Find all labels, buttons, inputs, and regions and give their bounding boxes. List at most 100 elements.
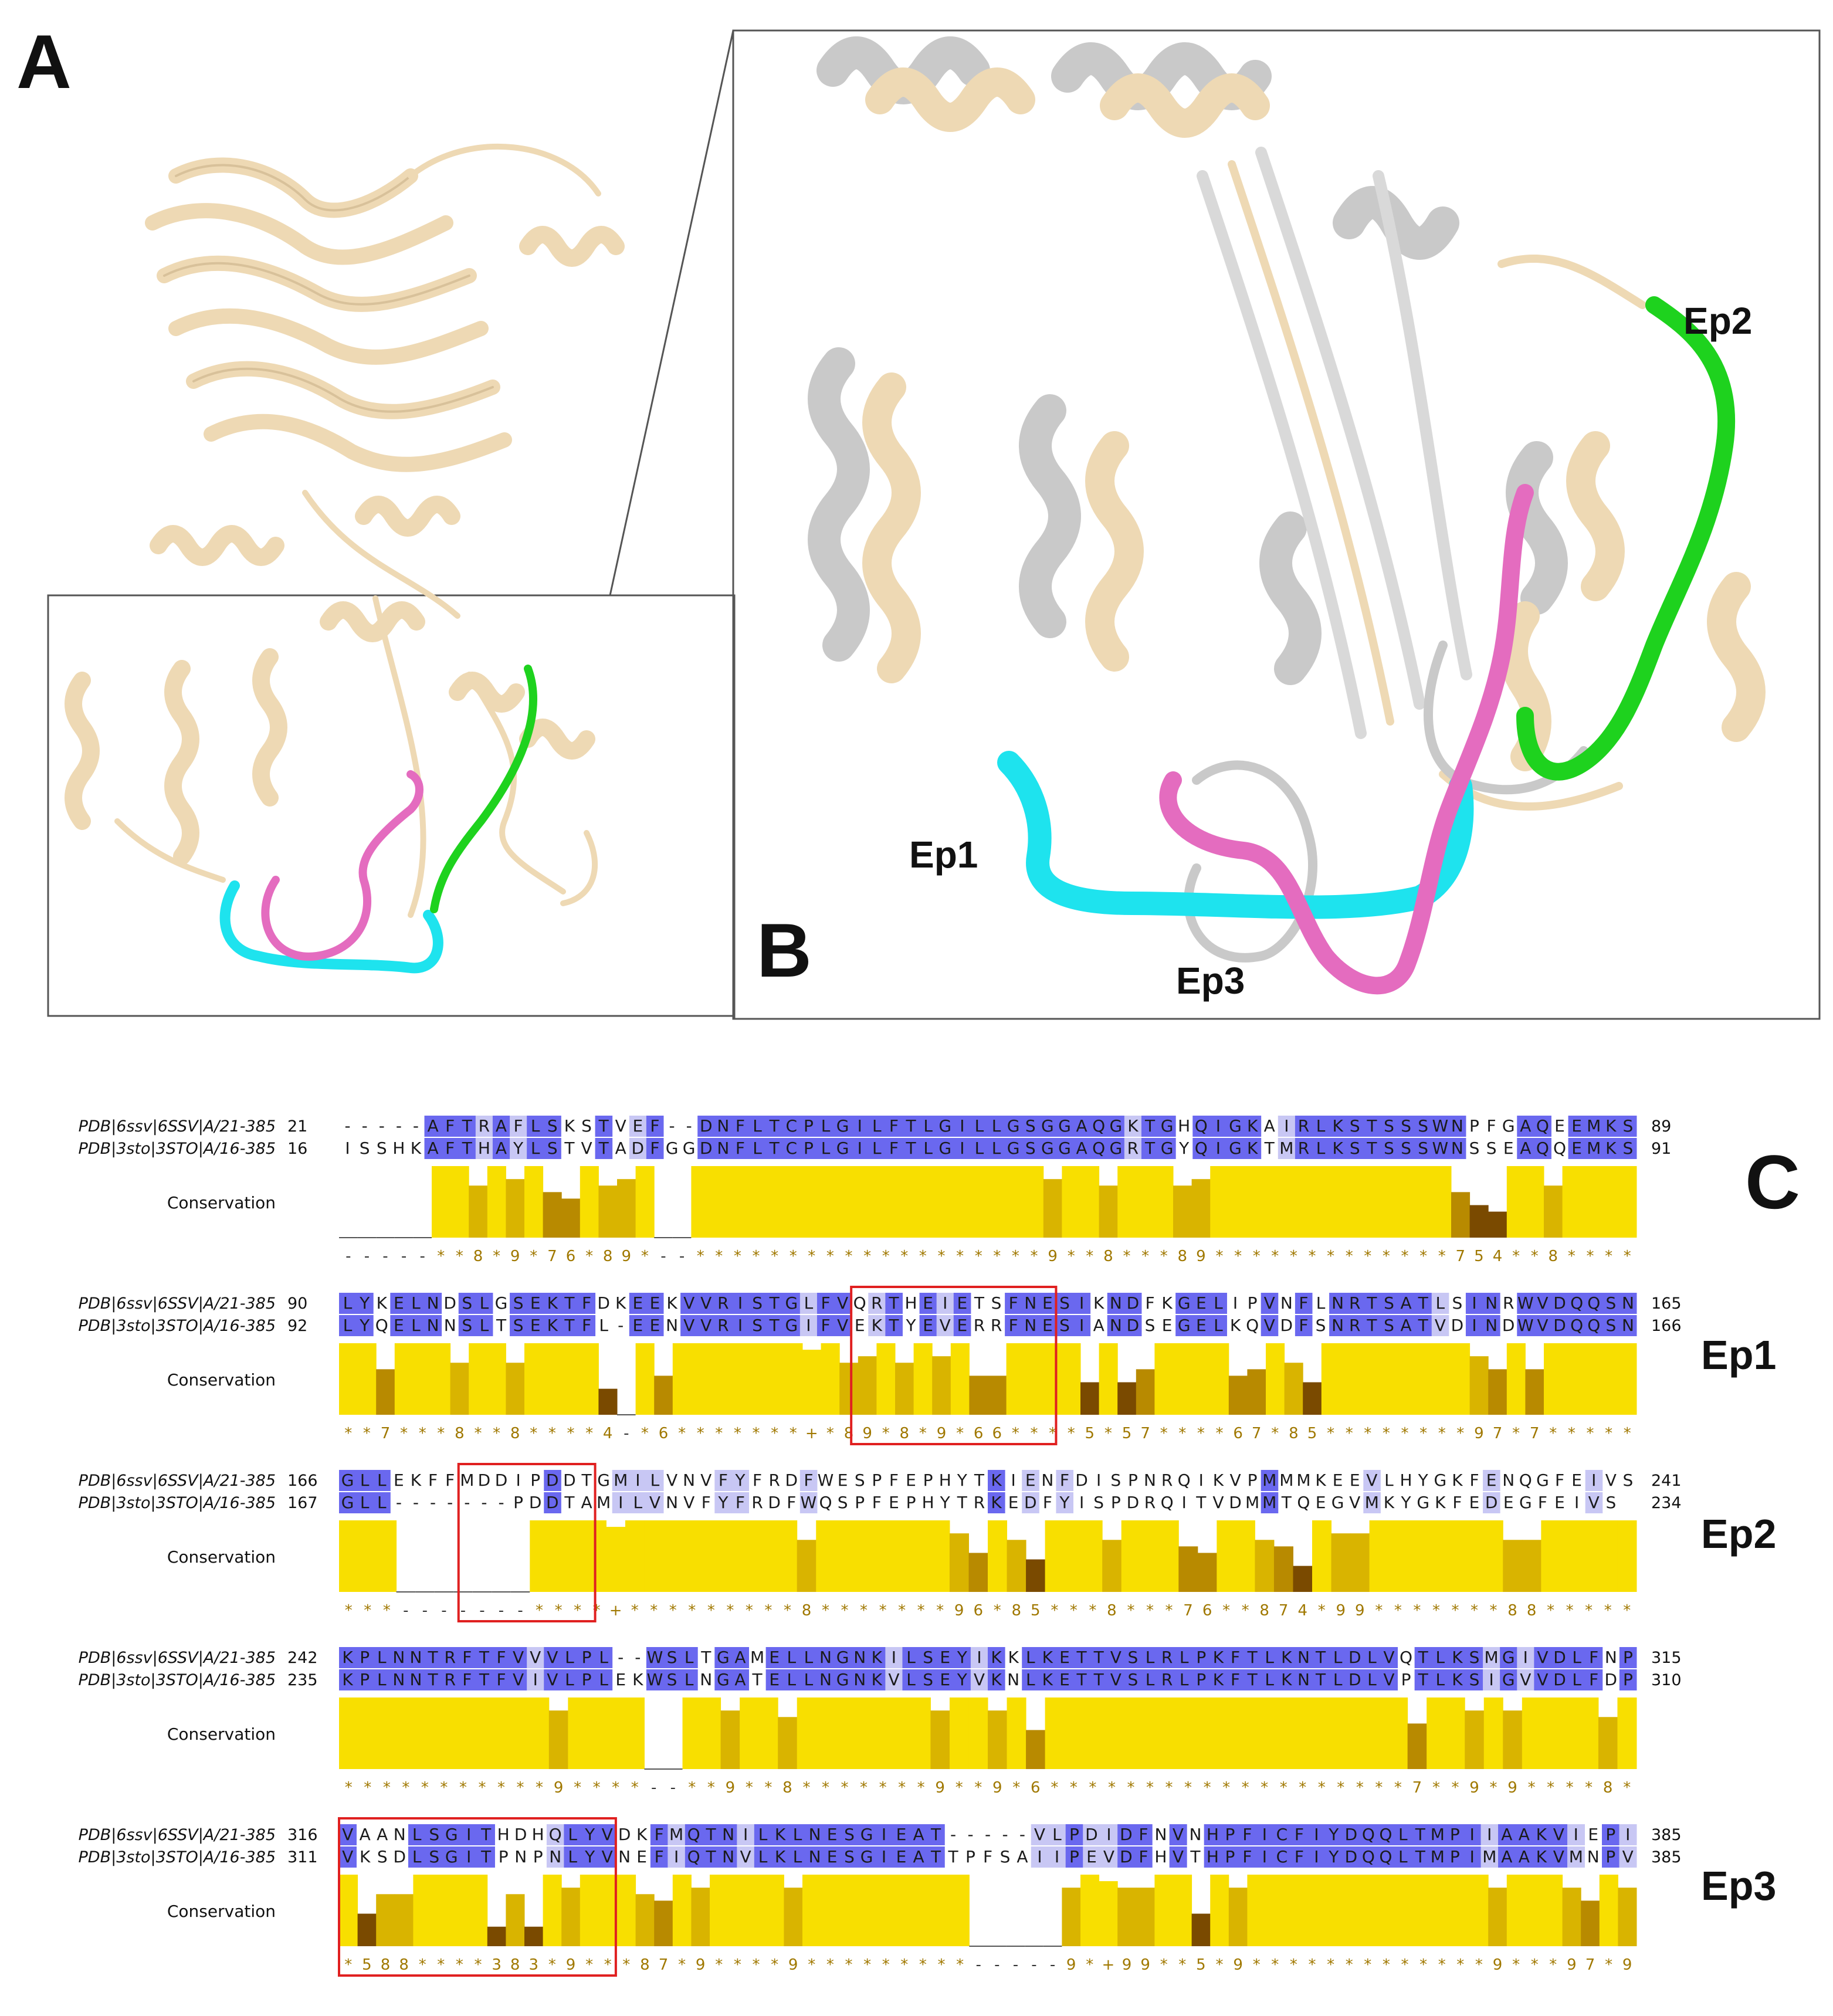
residue-letter: I [1199,1471,1204,1490]
residue-letter: A [734,1648,746,1667]
residue-cell [492,1116,510,1137]
residue-cell [1141,1669,1159,1690]
conservation-bar [1247,1166,1266,1238]
residue-letter: W [647,1670,663,1689]
residue-letter: I [892,1648,896,1667]
residue-cell [1431,1315,1449,1336]
conservation-score: * [678,1956,686,1974]
residue-letter: F [1589,1648,1598,1667]
conservation-bar [1407,1520,1427,1592]
residue-letter: F [1295,1825,1304,1844]
conservation-score: * [548,1425,556,1442]
residue-letter: K [1213,1471,1224,1490]
residue-letter: N [1331,1293,1344,1313]
conservation-score: * [956,1956,964,1974]
residue-cell [527,1647,544,1668]
residue-letter: W [818,1471,834,1490]
residue-letter: H [1207,1847,1219,1866]
conservation-bar [1191,1343,1211,1415]
conservation-bar [1541,1697,1561,1769]
residue-cell [1483,1470,1500,1491]
conservation-score: 9 [510,1248,520,1265]
residue-letter: L [758,1825,768,1844]
residue-letter: N [819,1670,832,1689]
conservation-bar [740,1520,760,1592]
conservation-bar [1445,1697,1465,1769]
conservation-bar [1369,1697,1389,1769]
conservation-bar [1395,1875,1415,1946]
residue-cell [1192,1669,1210,1690]
residue-cell [953,1647,971,1668]
residue-letter: S [1350,1116,1360,1136]
residue-letter: L [1316,1293,1326,1313]
residue-letter: Q [1587,1316,1600,1335]
residue-cell [1209,1116,1227,1137]
conservation-score: * [1604,1602,1612,1619]
conservation-score: 7 [1530,1425,1540,1442]
residue-letter: F [462,1648,472,1667]
residue-letter: V [1366,1471,1377,1490]
conservation-score: - [1013,1956,1018,1974]
residue-cell [527,1669,544,1690]
conservation-score: * [1566,1602,1574,1619]
residue-cell [663,1669,681,1690]
residue-letter: G [1161,1116,1174,1136]
residue-letter: P [923,1471,933,1490]
conservation-bar [1599,1343,1618,1415]
residue-letter: S [1623,1139,1634,1158]
residue-letter: A [1017,1847,1028,1866]
residue-letter: F [1145,1293,1154,1313]
residue-letter: I [533,1670,538,1689]
conservation-bar [839,1166,859,1238]
residue-cell [1346,1647,1364,1668]
conservation-bar [682,1520,702,1592]
conservation-bar [1045,1520,1065,1592]
residue-letter: V [1110,1670,1122,1689]
conservation-score: * [1432,1602,1440,1619]
residue-letter: N [1144,1471,1156,1490]
residue-cell [492,1669,510,1690]
conservation-bar [988,1520,1008,1592]
residue-letter: G [341,1493,354,1512]
residue-cell [1619,1138,1637,1159]
residue-letter: F [1242,1847,1252,1866]
conservation-score: 5 [1307,1425,1317,1442]
residue-letter: T [598,1116,609,1136]
residue-cell [1039,1116,1056,1137]
residue-letter: P [1623,1670,1633,1689]
residue-letter: N [444,1316,456,1335]
conservation-score: * [734,1248,741,1265]
conservation-bar [469,1343,488,1415]
residue-letter: T [905,1139,916,1158]
conservation-score: * [771,1248,778,1265]
residue-letter: T [1144,1116,1156,1136]
conservation-bar [1350,1533,1370,1592]
residue-cell [1261,1669,1279,1690]
conservation-bar [487,1926,506,1946]
residue-cell [1329,1647,1347,1668]
conservation-score: * [1261,1779,1268,1797]
residue-letter: L [793,1847,802,1866]
residue-cell [458,1293,476,1314]
residue-letter: M [1587,1139,1601,1158]
residue-cell [544,1470,561,1491]
residue-letter: D [443,1293,456,1313]
residue-letter: L [923,1139,933,1158]
conservation-bar [396,1697,416,1769]
residue-letter: G [683,1139,696,1158]
conservation-score: 9 [726,1779,736,1797]
residue-letter: L [906,1648,916,1667]
conservation-score: * [784,1602,791,1619]
residue-cell [458,1669,476,1690]
conservation-bar [1191,1179,1211,1238]
residue-cell [1329,1315,1347,1336]
residue-cell [1244,1647,1262,1668]
conservation-bar [1395,1166,1415,1238]
conservation-bar [1407,1723,1427,1769]
residue-cell [578,1315,596,1336]
residue-letter: E [632,1116,643,1136]
residue-letter: D [768,1493,781,1512]
residue-cell [1414,1293,1432,1314]
conservation-score: * [530,1425,537,1442]
residue-letter: Y [1328,1847,1339,1866]
